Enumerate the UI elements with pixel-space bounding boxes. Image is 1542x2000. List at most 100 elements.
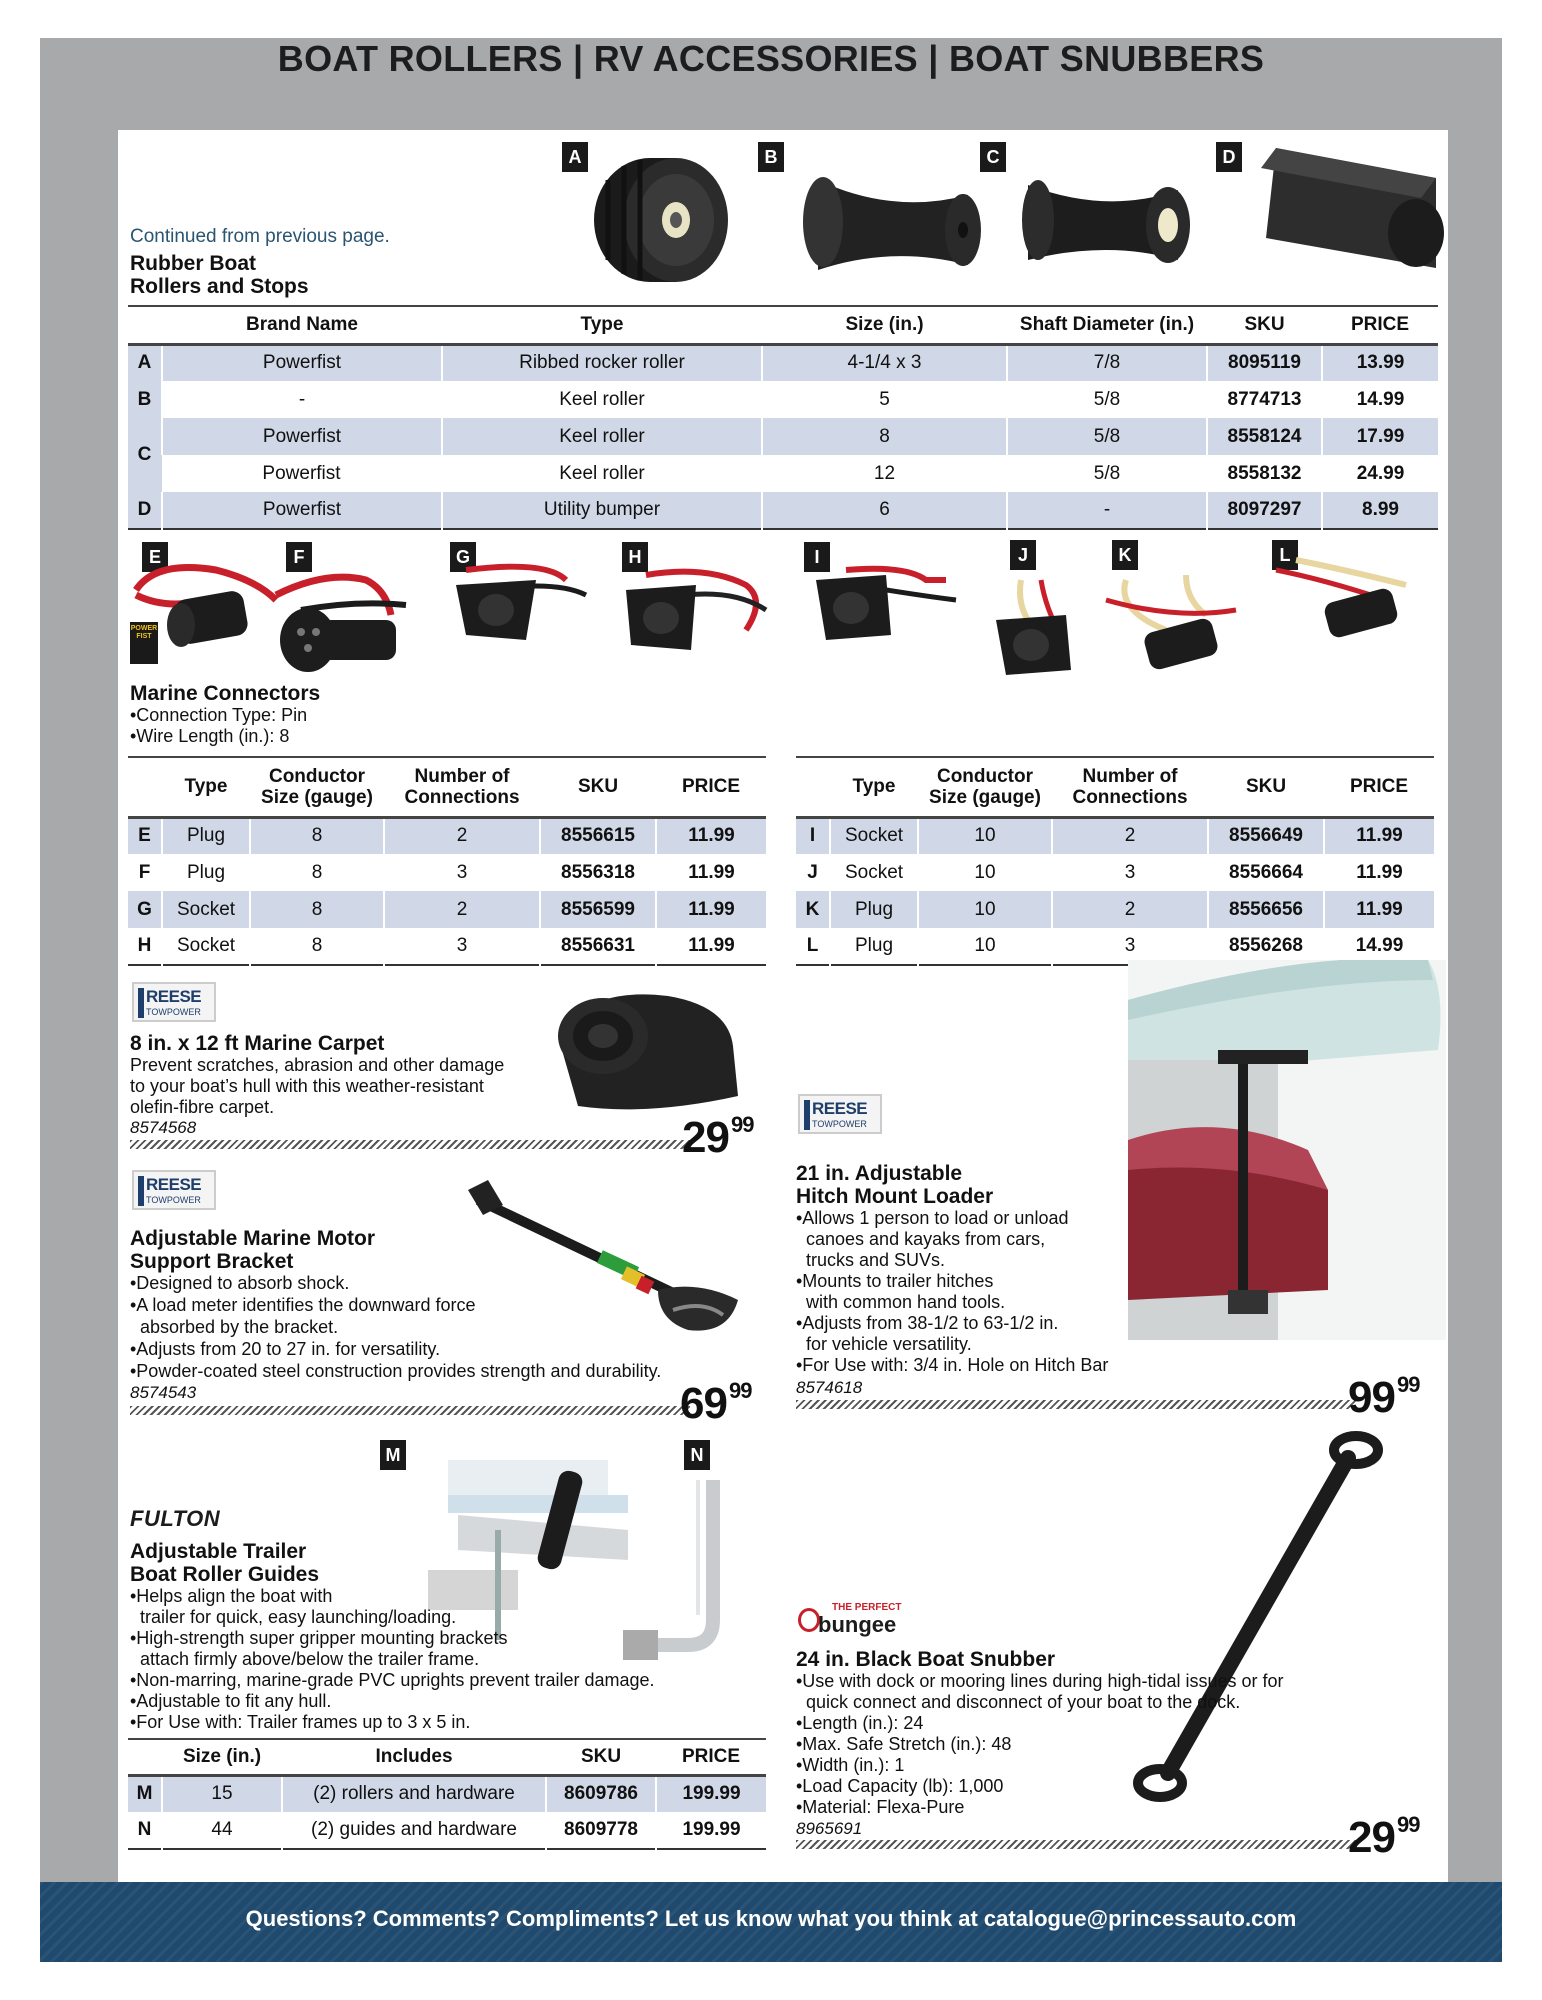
cell-shaft: 5/8 [1006,455,1207,492]
table-row: J Socket 10 3 8556664 11.99 [796,854,1434,891]
cell-sku: 8097297 [1206,492,1322,529]
cell-type: Keel roller [441,455,762,492]
content-panel: A B C D Continued from previous page. Ru… [118,130,1448,1882]
image-label-i: I [804,542,830,572]
cell-type: Plug [829,891,918,928]
cell-sku: 8558124 [1206,418,1322,455]
row-letter: G [128,891,162,928]
hitch-loader-price-rule [796,1400,1356,1409]
roller-guides-bullet-3: •Non-marring, marine-grade PVC uprights … [130,1670,655,1690]
connectors-bullet-2: •Wire Length (in.): 8 [130,726,290,746]
image-label-n: N [684,1440,710,1470]
table-row: B - Keel roller 5 5/8 8774713 14.99 [128,381,1438,418]
col-type: Type [852,776,896,798]
col-connections-line2: Connections [1072,786,1188,808]
hitch-loader-bullet-4: •For Use with: 3/4 in. Hole on Hitch Bar [796,1355,1109,1375]
reese-logo-band [804,1100,810,1130]
roller-guides-bullet-5: •For Use with: Trailer frames up to 3 x … [130,1712,471,1732]
image-label-k: K [1112,540,1138,570]
motor-bracket-bullet-4: •Powder-coated steel construction provid… [130,1361,662,1381]
motor-bracket-bullet-3: •Adjusts from 20 to 27 in. for versatili… [130,1339,441,1359]
cell-gauge: 8 [249,817,384,854]
table-row: I Socket 10 2 8556649 11.99 [796,817,1434,854]
row-letter: F [128,854,162,891]
roller-guides-bullet-1b: trailer for quick, easy launching/loadin… [130,1607,457,1627]
cell-price: 17.99 [1321,418,1438,455]
cell-type: Socket [161,891,250,928]
reese-logo-band [138,1176,144,1206]
cell-sku: 8556631 [539,928,656,965]
cell-connections: 3 [1051,928,1208,965]
table-row: D Powerfist Utility bumper 6 - 8097297 8… [128,492,1438,529]
col-size: Size (in.) [845,314,924,336]
cell-size: 12 [761,455,1007,492]
row-letter: M [128,1775,162,1812]
cell-type: Plug [829,928,918,965]
snubber-bullet-4: •Width (in.): 1 [796,1755,905,1775]
reese-logo-name: REESE [146,1175,202,1194]
cell-sku: 8556268 [1207,928,1324,965]
motor-bracket-price-rule [130,1406,690,1415]
table-row: K Plug 10 2 8556656 11.99 [796,891,1434,928]
feedback-text: Questions? Comments? Compliments? Let us… [245,1906,1297,1931]
cell-gauge: 8 [249,854,384,891]
cell-size: 4-1/4 x 3 [761,344,1007,381]
cell-price: 11.99 [1323,854,1434,891]
cell-connections: 2 [383,891,540,928]
snubber-bullet-5: •Load Capacity (lb): 1,000 [796,1776,1004,1796]
carpet-desc-3: olefin-fibre carpet. [130,1097,275,1117]
cell-connections: 3 [1051,854,1208,891]
cell-sku: 8556664 [1207,854,1324,891]
roller-guides-bullet-2b: attach firmly above/below the trailer fr… [130,1649,480,1669]
hitch-loader-price-cents: 99 [1396,1372,1421,1397]
col-sku: SKU [1245,776,1287,798]
cell-type: Plug [161,817,250,854]
fulton-logo: FULTON [130,1506,221,1531]
image-label-m: M [380,1440,406,1470]
roller-guides-bullet-1: •Helps align the boat with [130,1586,333,1606]
cell-price: 199.99 [655,1812,766,1849]
cell-price: 11.99 [1323,817,1434,854]
cell-price: 11.99 [655,928,766,965]
cell-type: Socket [161,928,250,965]
cell-connections: 3 [383,928,540,965]
cell-price: 199.99 [655,1775,766,1812]
hitch-loader-bullet-1c: trucks and SUVs. [796,1250,946,1270]
row-letter: A [128,344,162,381]
cell-price: 11.99 [655,891,766,928]
powerfist-logo: POWER FIST [130,622,158,664]
cell-brand: Powerfist [262,462,341,484]
cell-sku: 8609786 [545,1775,656,1812]
reese-logo-band [138,988,144,1018]
row-letter: I [796,817,830,854]
snubber-title: 24 in. Black Boat Snubber [796,1648,1056,1671]
continued-note: Continued from previous page. [130,226,390,247]
cell-sku: 8609778 [545,1812,656,1849]
cell-gauge: 10 [917,928,1052,965]
hitch-loader-bullet-3: •Adjusts from 38-1/2 to 63-1/2 in. [796,1313,1059,1333]
reese-logo: REESE TOWPOWER [798,1094,882,1134]
cell-sku: 8556649 [1207,817,1324,854]
cell-sku: 8558132 [1206,455,1322,492]
cell-brand: Powerfist [161,492,442,529]
cell-shaft: 5/8 [1006,418,1207,455]
rocker-roller-image [594,158,728,282]
snubber-price-rule [796,1840,1356,1849]
cell-size: 8 [761,418,1007,455]
cell-price: 13.99 [1321,344,1438,381]
cell-price: 11.99 [655,817,766,854]
col-price: PRICE [1349,776,1409,798]
table-row: G Socket 8 2 8556599 11.99 [128,891,766,928]
snubber-bullet-6: •Material: Flexa-Pure [796,1797,965,1817]
cell-brand: Powerfist [161,418,442,455]
motor-bracket-price: 6999 [680,1378,752,1429]
cell-type: Ribbed rocker roller [441,344,762,381]
cell-gauge: 10 [917,854,1052,891]
hitch-loader-title-1: 21 in. Adjustable [796,1162,963,1185]
reese-logo: REESE TOWPOWER [132,1170,216,1210]
cell-price: 14.99 [1321,381,1438,418]
motor-bracket-image [468,1180,738,1331]
col-price: PRICE [681,776,741,798]
